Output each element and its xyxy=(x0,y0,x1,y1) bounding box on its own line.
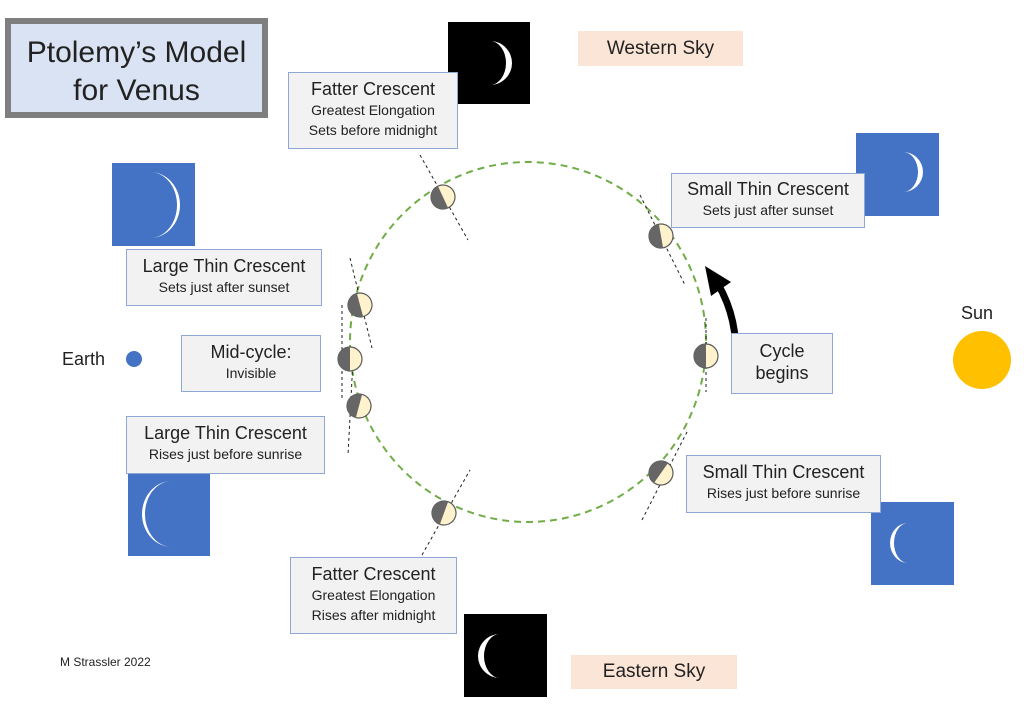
venus-marker-small-thin-east xyxy=(648,460,674,486)
phase-heading: Cycle xyxy=(759,341,805,361)
phase-box-large-thin-east: Large Thin Crescent Rises just before su… xyxy=(126,416,325,474)
venus-marker-fatter-west xyxy=(430,184,456,210)
venus-marker-large-thin-east xyxy=(346,393,372,419)
phase-icon-large-thin-west xyxy=(112,163,195,246)
phase-detail: Sets just after sunset xyxy=(702,202,834,218)
phase-detail: Greatest Elongation xyxy=(311,102,435,118)
title-line-1: Ptolemy’s Model xyxy=(26,36,247,69)
phase-heading: Fatter Crescent xyxy=(311,564,436,584)
phase-detail: Sets just after sunset xyxy=(158,279,290,295)
venus-marker-large-thin-west xyxy=(347,292,373,318)
phase-detail: Greatest Elongation xyxy=(311,587,436,603)
phase-icon-large-thin-east xyxy=(128,472,210,556)
phase-icon-fatter-east xyxy=(464,614,547,697)
phase-icon-fatter-west xyxy=(448,22,530,104)
venus-marker-mid-cycle xyxy=(337,346,363,372)
phase-heading: Small Thin Crescent xyxy=(702,462,865,482)
title-box: Ptolemy’s Model for Venus xyxy=(5,18,268,118)
phase-box-large-thin-west: Large Thin Crescent Sets just after suns… xyxy=(126,249,322,306)
sight-lines xyxy=(341,154,707,556)
phase-box-cycle-begins: Cycle begins xyxy=(731,333,833,394)
phase-detail: Sets before midnight xyxy=(308,122,438,138)
phase-box-mid-cycle: Mid-cycle: Invisible xyxy=(181,335,321,392)
phase-box-small-thin-east: Small Thin Crescent Rises just before su… xyxy=(686,455,881,513)
western-sky-label: Western Sky xyxy=(578,31,743,66)
earth-label: Earth xyxy=(62,349,106,369)
phase-heading: Large Thin Crescent xyxy=(142,256,306,276)
venus-marker-cycle-begins xyxy=(693,343,719,369)
sun-disc xyxy=(953,331,1011,389)
phase-detail: Rises just before sunrise xyxy=(706,485,861,501)
eastern-sky-label: Eastern Sky xyxy=(571,655,737,689)
phase-heading: Small Thin Crescent xyxy=(687,179,849,199)
phase-detail: Rises just before sunrise xyxy=(148,446,303,462)
phase-heading: Mid-cycle: xyxy=(210,342,292,362)
title-line-2: for Venus xyxy=(73,74,200,107)
phase-icon-small-thin-east xyxy=(871,502,954,585)
sun-label: Sun xyxy=(961,303,994,323)
phase-box-fatter-west: Fatter Crescent Greatest Elongation Sets… xyxy=(288,72,458,149)
phase-heading: Large Thin Crescent xyxy=(144,423,307,443)
phase-detail: Invisible xyxy=(225,365,277,381)
phase-box-small-thin-west: Small Thin Crescent Sets just after suns… xyxy=(671,173,865,228)
phase-box-fatter-east: Fatter Crescent Greatest Elongation Rise… xyxy=(290,557,457,634)
earth-dot xyxy=(126,351,142,367)
phase-heading: Fatter Crescent xyxy=(310,79,436,99)
credit-text: M Strassler 2022 xyxy=(60,655,151,669)
phase-detail: Rises after midnight xyxy=(311,607,436,623)
direction-arrowhead xyxy=(705,266,731,296)
venus-marker-fatter-east xyxy=(431,500,457,526)
phase-icon-small-thin-west xyxy=(856,133,939,216)
phase-heading: begins xyxy=(755,363,809,383)
venus-marker-small-thin-west xyxy=(648,223,674,249)
